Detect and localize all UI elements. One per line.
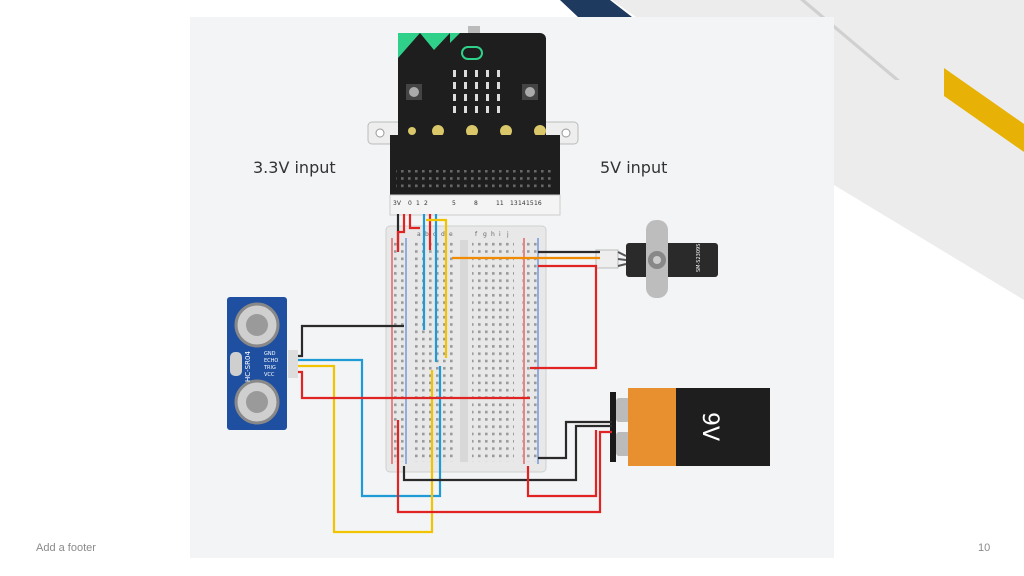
breadboard-column-labels: a b c d e f g h i j: [417, 231, 509, 238]
pin-label: 0: [408, 200, 412, 207]
battery-9v: 9V: [610, 388, 770, 466]
wire: [538, 420, 612, 460]
led-matrix: [453, 70, 500, 113]
battery-band: [628, 388, 676, 466]
grey-wedge: [612, 0, 1024, 300]
pin-label: 1: [416, 200, 420, 207]
pin-label: 13: [510, 200, 518, 207]
slide-footer[interactable]: Add a footer: [36, 542, 96, 554]
battery-label: 9V: [697, 412, 722, 441]
wire: [426, 218, 448, 358]
sensor-pin-labels: GND ECHO TRIG VCC: [263, 351, 278, 378]
page-number: 10: [978, 542, 991, 554]
pin-label: 14: [518, 200, 526, 207]
servo-motor: SM-S2309S: [595, 220, 718, 298]
column-label: d: [441, 231, 445, 238]
wire: [530, 264, 598, 370]
pin-label: 11: [496, 200, 504, 207]
column-label: g: [483, 231, 487, 238]
sensor-pin-label: TRIG: [263, 365, 276, 371]
wire: [396, 420, 612, 514]
ultrasonic-sensor: HC-SR04 GND ECHO TRIG VCC: [227, 297, 298, 430]
column-label: f: [475, 231, 478, 238]
pin-label: 2: [424, 200, 428, 207]
column-label: a: [417, 231, 421, 238]
pin-header: [389, 194, 561, 216]
wire: [298, 358, 442, 498]
sensor-label: HC-SR04: [244, 351, 252, 382]
column-label: c: [433, 231, 436, 238]
column-label: e: [449, 231, 453, 238]
column-label: h: [491, 231, 495, 238]
servo-label: SM-S2309S: [696, 244, 702, 272]
wire: [408, 214, 420, 230]
pin-label: 3V: [393, 200, 402, 207]
sensor-pin-label: GND: [264, 351, 276, 357]
column-label: j: [506, 231, 509, 238]
wire: [298, 324, 404, 358]
gold-stripe: [944, 68, 1024, 152]
pin-label: 16: [534, 200, 542, 207]
button-a: [409, 87, 419, 97]
microbit: 3V 0 1 2 5 8 11 13 14 15 16: [367, 26, 579, 216]
servo-body: [626, 243, 718, 277]
microbit-board: [398, 33, 546, 143]
column-label: i: [499, 231, 501, 238]
pin-labels: 3V 0 1 2 5 8 11 13 14 15 16: [393, 200, 542, 207]
wire: [396, 214, 406, 252]
pin-label: 5: [452, 200, 456, 207]
column-label: b: [425, 231, 429, 238]
sensor-pin-label: ECHO: [264, 358, 278, 364]
wire: [402, 424, 612, 482]
wires: [298, 214, 612, 534]
breadboard: a b c d e f g h i j: [385, 225, 547, 473]
wire: [298, 364, 434, 534]
label-5v-input: 5V input: [600, 158, 668, 177]
sensor-pin-label: VCC: [264, 372, 275, 378]
wire: [526, 430, 598, 498]
button-b: [525, 87, 535, 97]
label-3v3-input: 3.3V input: [253, 158, 336, 177]
battery-body: [676, 388, 770, 466]
pin-label: 8: [474, 200, 478, 207]
navy-stripe: [560, 0, 632, 17]
wire: [298, 370, 530, 400]
pin-label: 15: [526, 200, 534, 207]
